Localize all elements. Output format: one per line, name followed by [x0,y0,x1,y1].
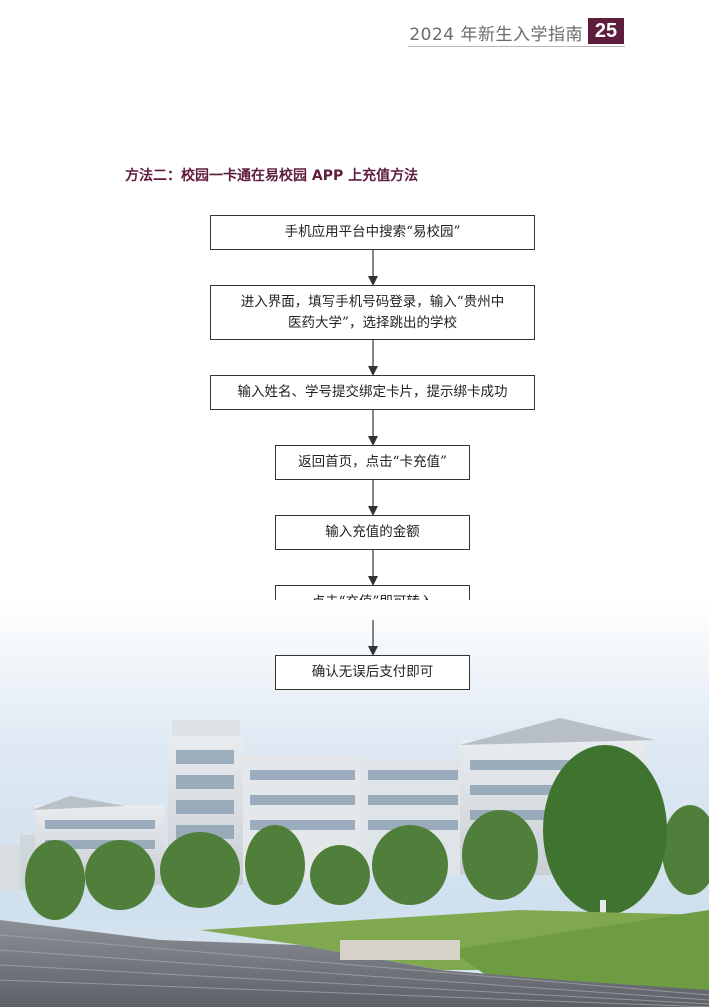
flow-step-2: 进入界面，填写手机号码登录，输入“贵州中医药大学”，选择跳出的学校 [210,285,535,340]
guide-title: 2024 年新生入学指南 [409,20,583,45]
arrow-down-icon [366,410,380,446]
page-number-badge: 25 [588,18,624,44]
flow-step-1: 手机应用平台中搜索“易校园” [210,215,535,250]
flow-step-4: 返回首页，点击“卡充值” [275,445,470,480]
flow-step-3: 输入姓名、学号提交绑定卡片，提示绑卡成功 [210,375,535,410]
flow-step-7: 确认无误后支付即可 [275,655,470,690]
header-divider [408,46,586,47]
page-header: 2024 年新生入学指南 25 [0,14,709,54]
arrow-down-icon [366,620,380,656]
arrow-down-icon [366,250,380,286]
header-divider-end [585,46,625,47]
arrow-down-icon [366,480,380,516]
flow-step-5: 输入充值的金额 [275,515,470,550]
section-title: 方法二：校园一卡通在易校园 APP 上充值方法 [125,165,418,185]
arrow-down-icon [366,340,380,376]
flow-step-2-text: 进入界面，填写手机号码登录，输入“贵州中医药大学”，选择跳出的学校 [238,292,508,334]
arrow-down-icon [366,550,380,586]
